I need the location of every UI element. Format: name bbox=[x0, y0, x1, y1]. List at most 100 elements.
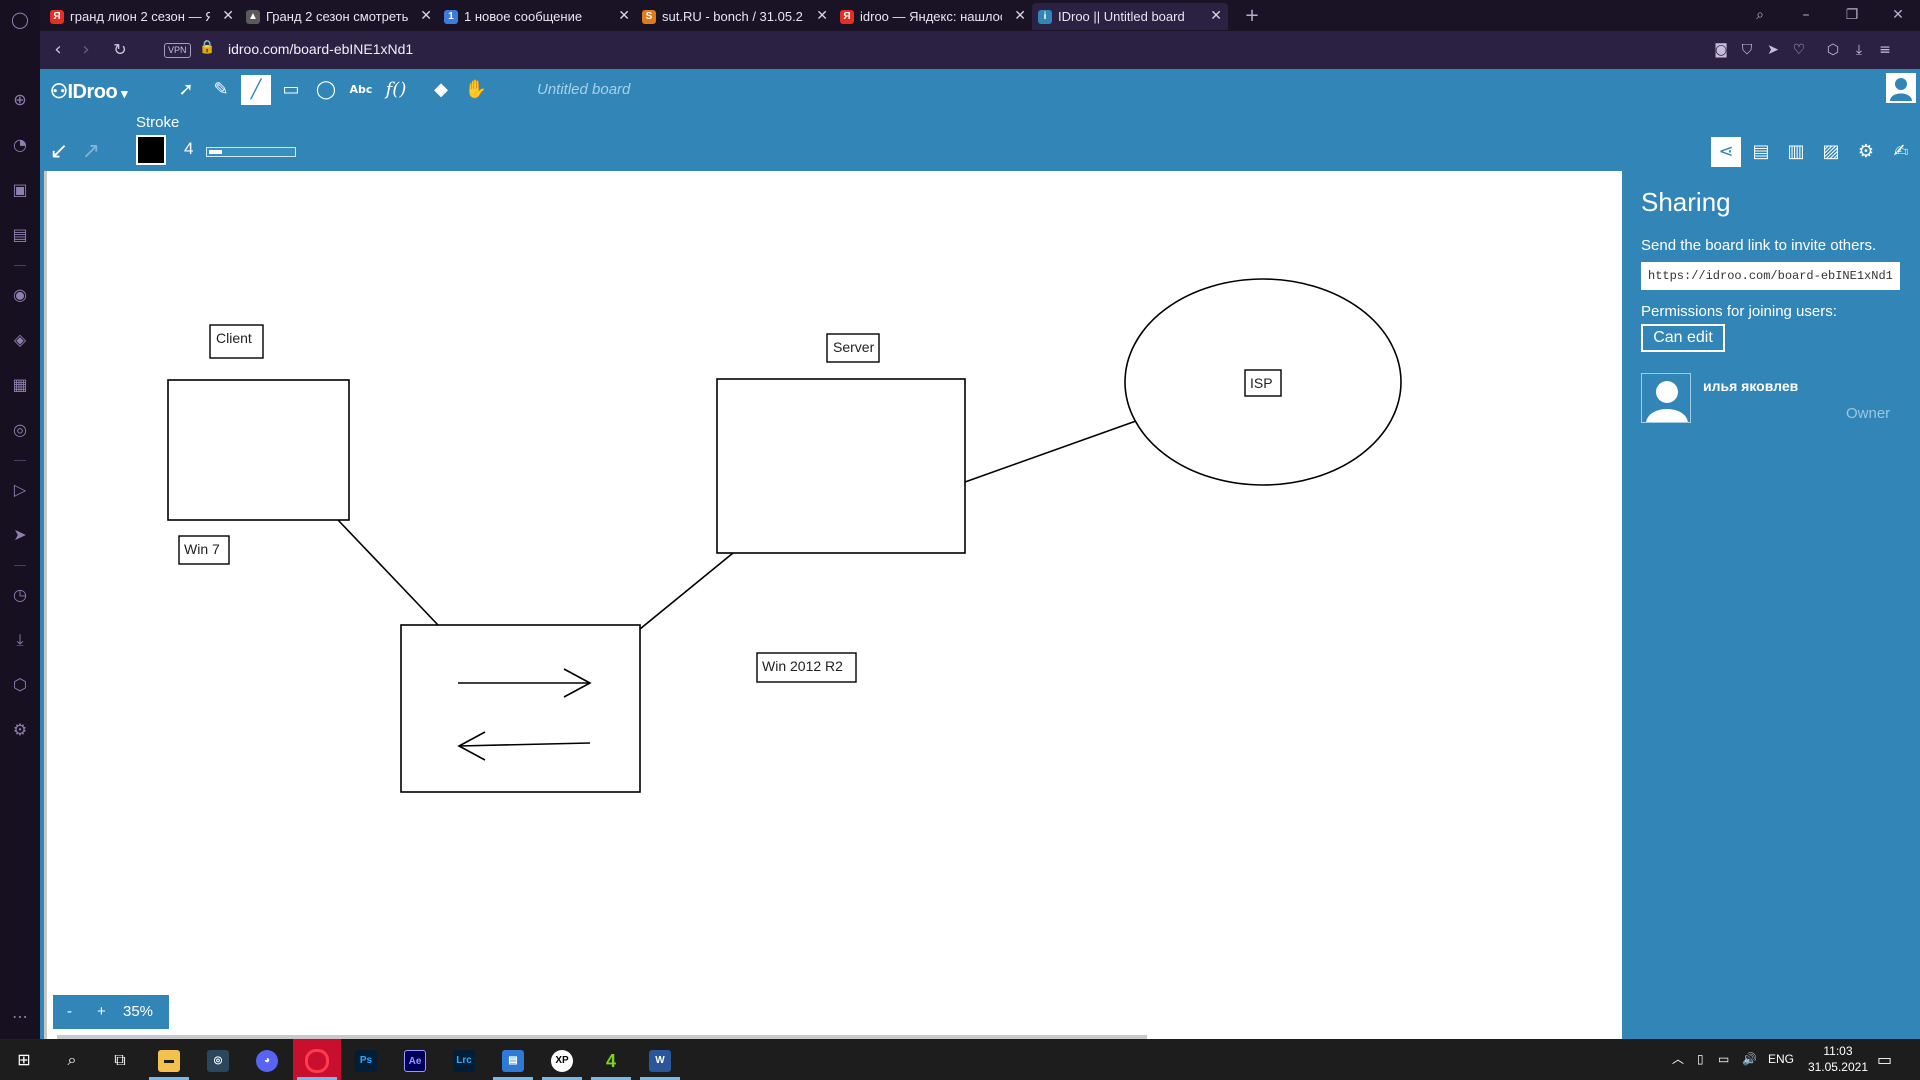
notifications-icon[interactable]: ▭ bbox=[1877, 1050, 1893, 1069]
system-clock[interactable]: 11:03 31.05.2021 bbox=[1808, 1043, 1868, 1075]
hand-tool-icon[interactable]: ✋ bbox=[464, 79, 488, 100]
idroo-logo[interactable]: ⚇IDroo▾ bbox=[50, 81, 128, 103]
player-icon[interactable]: ▷ bbox=[13, 480, 27, 499]
downloads-icon[interactable]: ⤓ bbox=[16, 630, 24, 649]
url-field[interactable]: idroo.com/board-ebINE1xNd1 bbox=[228, 41, 414, 57]
rectangle-tool-icon[interactable]: ▭ bbox=[282, 79, 300, 100]
board-link-field[interactable]: https://idroo.com/board-ebINE1xNd1 bbox=[1641, 262, 1900, 290]
pages-icon[interactable]: ▥ bbox=[1787, 141, 1805, 162]
bag-icon[interactable]: ▣ bbox=[12, 180, 28, 199]
zoom-in-button[interactable]: + bbox=[97, 1003, 106, 1020]
menu-icon[interactable]: ≡ bbox=[1879, 42, 1891, 58]
network-icon[interactable]: ▭ bbox=[1718, 1052, 1730, 1066]
vpn-badge[interactable]: VPN bbox=[164, 43, 191, 58]
board-canvas[interactable]: Client Server ISP Win 7 Win 2012 R2 - + … bbox=[44, 171, 1622, 1039]
lock-icon[interactable]: 🔒 bbox=[199, 40, 216, 55]
close-icon[interactable]: ✕ bbox=[222, 8, 234, 24]
close-icon[interactable]: ✕ bbox=[1014, 8, 1026, 24]
more-icon[interactable]: ⋯ bbox=[12, 1007, 28, 1026]
tab-1[interactable]: Я гранд лион 2 сезон — Янд ✕ bbox=[44, 3, 240, 30]
tab-6-active[interactable]: i IDroo || Untitled board ✕ bbox=[1032, 3, 1228, 30]
tray-chevron-icon[interactable]: ︿ bbox=[1672, 1052, 1685, 1066]
close-icon[interactable]: ✕ bbox=[420, 8, 432, 24]
history-icon[interactable]: ◷ bbox=[13, 585, 27, 604]
user-avatar[interactable] bbox=[1886, 73, 1916, 103]
tab-4[interactable]: S sut.RU - bonch / 31.05.21 ✕ bbox=[636, 3, 834, 30]
line-tool-icon[interactable]: ╱ bbox=[241, 75, 271, 105]
steam-icon[interactable]: ◎ bbox=[194, 1039, 242, 1080]
win7-label-box[interactable] bbox=[178, 535, 230, 565]
app-4-icon[interactable]: 4 bbox=[587, 1039, 635, 1080]
cube-icon[interactable]: ⬡ bbox=[1826, 42, 1840, 58]
camera-icon[interactable]: ◙ bbox=[1714, 42, 1728, 58]
client-label-box[interactable] bbox=[209, 324, 264, 359]
after-effects-icon[interactable]: Ae bbox=[391, 1039, 439, 1080]
board-title[interactable]: Untitled board bbox=[537, 81, 631, 98]
arrow-start-icon[interactable]: ↙ bbox=[49, 139, 69, 164]
pencil-tool-icon[interactable]: ✎ bbox=[213, 79, 229, 100]
stroke-color-swatch[interactable] bbox=[136, 135, 166, 165]
volume-icon[interactable]: 🔊 bbox=[1742, 1052, 1757, 1066]
lightroom-icon[interactable]: Lrc bbox=[440, 1039, 488, 1080]
search-tabs-icon[interactable]: ⌕ bbox=[1756, 7, 1764, 23]
photoshop-icon[interactable]: Ps bbox=[342, 1039, 390, 1080]
speed-dial-icon[interactable]: ◔ bbox=[13, 135, 27, 154]
switch-box[interactable] bbox=[400, 624, 641, 793]
share-icon[interactable]: ⋖ bbox=[1711, 137, 1741, 167]
settings-icon[interactable]: ⚙ bbox=[12, 720, 28, 739]
tray-device-icon[interactable]: ▯ bbox=[1697, 1052, 1704, 1066]
client-box[interactable] bbox=[167, 379, 350, 521]
forward-icon[interactable]: › bbox=[82, 39, 90, 60]
minimize-icon[interactable]: – bbox=[1802, 7, 1810, 23]
horizontal-scrollbar[interactable] bbox=[57, 1035, 1147, 1039]
board-drawing[interactable]: Client Server ISP Win 7 Win 2012 R2 bbox=[47, 171, 1622, 1039]
instagram-icon[interactable]: ◎ bbox=[13, 420, 27, 439]
win2012-label-box[interactable] bbox=[756, 652, 857, 683]
can-edit-button[interactable]: Can edit bbox=[1641, 324, 1725, 352]
zoom-out-button[interactable]: - bbox=[67, 1003, 72, 1020]
new-tab-icon[interactable]: + bbox=[1244, 5, 1260, 26]
word-icon[interactable]: W bbox=[636, 1039, 684, 1080]
reload-icon[interactable]: ↻ bbox=[113, 40, 127, 59]
send-icon[interactable]: ➤ bbox=[1767, 42, 1779, 58]
user-edit-icon[interactable]: ✍ bbox=[1893, 141, 1909, 162]
shield-icon[interactable]: ⛉ bbox=[1741, 42, 1753, 58]
download-icon[interactable]: ⤓ bbox=[1855, 42, 1863, 58]
chat-icon[interactable]: ▤ bbox=[1752, 141, 1770, 162]
image-icon[interactable]: ▨ bbox=[1822, 141, 1840, 162]
ellipse-tool-icon[interactable]: ◯ bbox=[315, 79, 337, 100]
formula-tool-icon[interactable]: f() bbox=[385, 79, 407, 100]
eraser-tool-icon[interactable]: ◆ bbox=[434, 79, 448, 100]
close-icon[interactable]: ✕ bbox=[1210, 8, 1222, 24]
tab-5[interactable]: Я idroo — Яндекс: нашлось ✕ bbox=[834, 3, 1032, 30]
tab-2[interactable]: ▲ Гранд 2 сезон смотреть о ✕ bbox=[240, 3, 438, 30]
text-tool-icon[interactable]: Abc bbox=[349, 83, 373, 96]
restore-icon[interactable]: ❐ bbox=[1845, 7, 1859, 23]
arrow-end-icon[interactable]: ↗ bbox=[81, 139, 101, 164]
language-indicator[interactable]: ENG bbox=[1768, 1052, 1795, 1066]
gamepad-icon[interactable]: ⊕ bbox=[13, 90, 27, 109]
discord-icon[interactable]: ◕ bbox=[243, 1039, 291, 1080]
select-tool-icon[interactable]: ➚ bbox=[178, 79, 194, 100]
explorer-icon[interactable]: ▬ bbox=[145, 1039, 193, 1080]
close-window-icon[interactable]: ✕ bbox=[1892, 7, 1904, 23]
xp-app-icon[interactable]: XP bbox=[538, 1039, 586, 1080]
server-label-box[interactable] bbox=[826, 333, 880, 363]
close-icon[interactable]: ✕ bbox=[618, 8, 630, 24]
notepad-icon[interactable]: ▤ bbox=[489, 1039, 537, 1080]
server-box[interactable] bbox=[716, 378, 966, 554]
whatsapp-icon[interactable]: ◉ bbox=[13, 285, 27, 304]
tab-3[interactable]: 1 1 новое сообщение ✕ bbox=[438, 3, 636, 30]
settings-icon[interactable]: ⚙ bbox=[1857, 141, 1875, 162]
vk-icon[interactable]: ▦ bbox=[12, 375, 28, 394]
opera-taskbar-icon[interactable] bbox=[293, 1039, 341, 1080]
search-icon[interactable]: ⌕ bbox=[67, 1050, 77, 1069]
twitch-icon[interactable]: ▤ bbox=[12, 225, 28, 244]
heart-icon[interactable]: ♡ bbox=[1792, 42, 1806, 58]
opera-logo-icon[interactable]: ◯ bbox=[11, 10, 29, 29]
send-icon[interactable]: ➤ bbox=[13, 525, 27, 544]
task-view-icon[interactable]: ⧉ bbox=[114, 1050, 126, 1069]
stroke-width-slider[interactable] bbox=[206, 147, 296, 157]
close-icon[interactable]: ✕ bbox=[816, 8, 828, 24]
back-icon[interactable]: ‹ bbox=[54, 39, 62, 60]
